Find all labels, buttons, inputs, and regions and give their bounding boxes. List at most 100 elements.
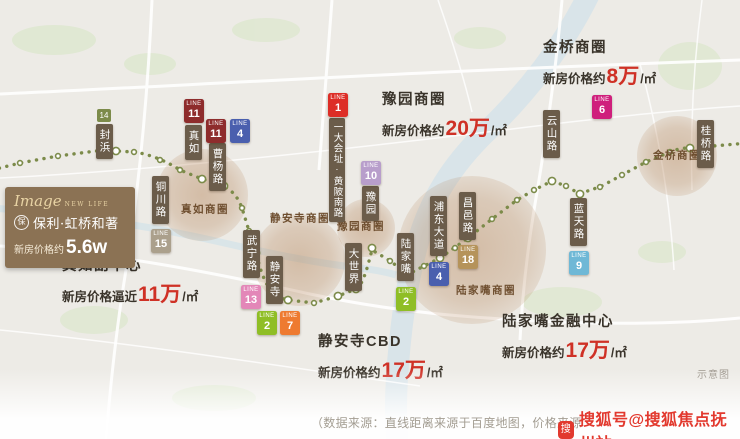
- district-label: 真如商圈: [181, 203, 229, 216]
- station-label: 封浜: [96, 124, 113, 159]
- station-label: 武宁路: [243, 230, 260, 278]
- line-badge-number: 6: [598, 103, 606, 116]
- price-value: 17万: [381, 359, 426, 382]
- price-suffix: /㎡: [610, 346, 627, 360]
- minor-station-dot: [16, 159, 24, 167]
- price-prefix: 新房价格逼近: [62, 290, 138, 304]
- price-prefix: 新房价格约: [382, 124, 445, 138]
- annotation-title: 陆家嘴金融中心: [502, 314, 614, 330]
- station-dot: [333, 291, 343, 301]
- price-value: 17万: [565, 339, 610, 362]
- line-badge-word: LINE: [363, 163, 379, 169]
- station-label: 一大会址·黄陂南路: [329, 118, 345, 222]
- line-badge-number: 4: [435, 270, 443, 283]
- sohu-logo-icon: 搜: [558, 421, 574, 439]
- data-source-disclaimer: （数据来源：直线距离来源于百度地图，价格来源: [311, 416, 582, 430]
- station-dot: [547, 176, 557, 186]
- station-label: 桂桥路: [697, 120, 714, 168]
- price-suffix: /㎡: [640, 72, 657, 86]
- line-badge-word: LINE: [431, 264, 447, 270]
- line-badge-number: 1: [334, 101, 342, 114]
- line-badge-word: LINE: [186, 101, 202, 107]
- minor-station-dot: [562, 182, 570, 190]
- line-badge-word: LINE: [243, 287, 259, 293]
- station-dot: [111, 146, 121, 156]
- line-badge-number: 4: [236, 127, 244, 140]
- project-name: 保利·虹桥和著: [33, 217, 119, 232]
- line-badge-number: 9: [575, 259, 583, 272]
- minor-station-dot: [596, 183, 604, 191]
- station-label: 陆家嘴: [397, 233, 414, 281]
- minor-station-dot: [530, 186, 538, 194]
- annotation-title: 豫园商圈: [382, 92, 446, 108]
- district-label: 金桥商圈: [653, 149, 701, 162]
- minor-station-dot: [618, 171, 626, 179]
- line-badge-number: 11: [210, 127, 222, 140]
- project-price-prefix: 新房价格约: [14, 245, 64, 256]
- line-badge-number: 7: [286, 319, 294, 332]
- station-label: 曹杨路: [209, 143, 226, 191]
- line-badge-word: LINE: [153, 231, 169, 237]
- line-badge-word: LINE: [330, 95, 346, 101]
- district-label: 陆家嘴商圈: [456, 284, 516, 297]
- station-label: 云山路: [543, 110, 560, 158]
- annotation-title: 静安寺CBD: [318, 334, 402, 350]
- minor-station-dot: [386, 257, 394, 265]
- line-badge-word: LINE: [282, 313, 298, 319]
- price-suffix: /㎡: [182, 290, 199, 304]
- line-badge-word: LINE: [460, 247, 476, 253]
- line-badge-word: LINE: [571, 253, 587, 259]
- line-badge-number: 10: [364, 169, 378, 182]
- station-label: 昌邑路: [459, 192, 476, 240]
- line-mini-tag: 14: [97, 109, 111, 122]
- station-label: 浦东大道: [430, 196, 447, 256]
- price-suffix: /㎡: [490, 124, 507, 138]
- project-price: 新房价格约 5.6w: [14, 237, 126, 259]
- brand-script-text: Image: [14, 192, 62, 210]
- price-value: 8万: [606, 65, 640, 88]
- price-prefix: 新房价格约: [318, 366, 381, 380]
- minor-station-dot: [130, 148, 138, 156]
- district-circle: [156, 149, 248, 241]
- line-badge-word: LINE: [208, 121, 224, 127]
- price-prefix: 新房价格约: [543, 72, 606, 86]
- line-badge-number: 11: [188, 107, 200, 120]
- line-badge-number: 2: [402, 295, 410, 308]
- project-price-value: 5.6w: [66, 237, 108, 258]
- line-badge-word: LINE: [259, 313, 275, 319]
- line-badge-word: LINE: [594, 97, 610, 103]
- station-label: 豫园: [362, 186, 379, 221]
- line-badge-number: 13: [244, 293, 258, 306]
- line-badge-word: LINE: [232, 121, 248, 127]
- schematic-note: 示意图: [697, 370, 730, 381]
- station-label: 真如: [185, 125, 202, 160]
- price-suffix: /㎡: [426, 366, 443, 380]
- price-value: 11万: [138, 283, 182, 306]
- brand-script-subtext: NEW LIFE: [64, 201, 110, 208]
- minor-station-dot: [54, 152, 62, 160]
